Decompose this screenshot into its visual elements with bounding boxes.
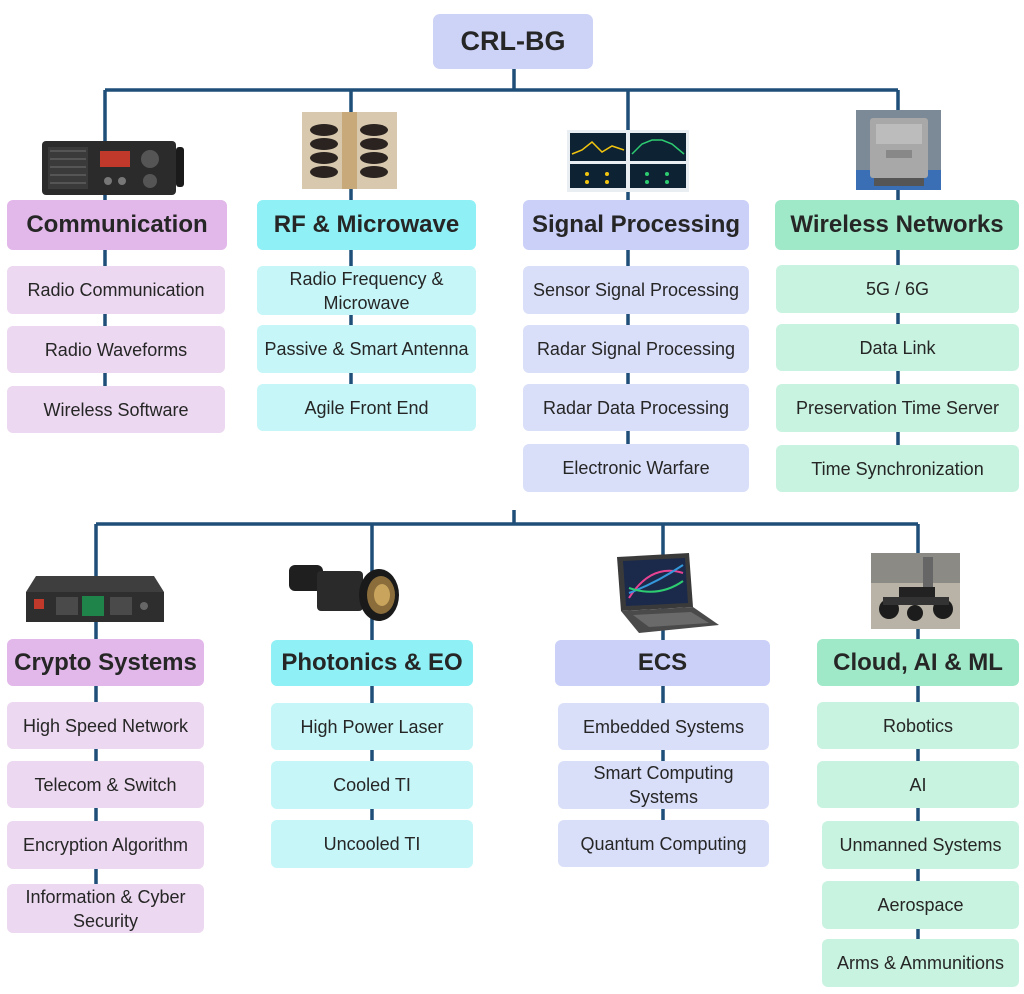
item-quantum-computing[interactable]: Quantum Computing xyxy=(558,820,769,867)
category-rf-microwave[interactable]: RF & Microwave xyxy=(257,200,476,250)
category-communication[interactable]: Communication xyxy=(7,200,227,250)
item-arms-ammunitions[interactable]: Arms & Ammunitions xyxy=(822,939,1019,987)
item-passive-smart-antenna[interactable]: Passive & Smart Antenna xyxy=(257,325,476,373)
item-radio-waveforms[interactable]: Radio Waveforms xyxy=(7,326,225,373)
thermal-camera-image xyxy=(289,565,399,621)
item-radar-signal-processing[interactable]: Radar Signal Processing xyxy=(523,325,749,373)
item-telecom-switch[interactable]: Telecom & Switch xyxy=(7,761,204,808)
item-uncooled-ti[interactable]: Uncooled TI xyxy=(271,820,473,868)
item-cooled-ti[interactable]: Cooled TI xyxy=(271,761,473,809)
category-cloud-ai-ml[interactable]: Cloud, AI & ML xyxy=(817,639,1019,686)
item-embedded-systems[interactable]: Embedded Systems xyxy=(558,703,769,750)
item-unmanned-systems[interactable]: Unmanned Systems xyxy=(822,821,1019,869)
item-robotics[interactable]: Robotics xyxy=(817,702,1019,749)
signal-display-image xyxy=(567,130,689,192)
root-node: CRL-BG xyxy=(433,14,593,69)
item-ai[interactable]: AI xyxy=(817,761,1019,808)
antenna-array-image xyxy=(302,112,397,189)
category-crypto-systems[interactable]: Crypto Systems xyxy=(7,639,204,686)
item-radar-data-processing[interactable]: Radar Data Processing xyxy=(523,384,749,431)
item-wireless-software[interactable]: Wireless Software xyxy=(7,386,225,433)
item-data-link[interactable]: Data Link xyxy=(776,324,1019,371)
network-unit-image xyxy=(856,110,941,190)
category-photonics-eo[interactable]: Photonics & EO xyxy=(271,640,473,686)
item-5g-6g[interactable]: 5G / 6G xyxy=(776,265,1019,313)
item-smart-computing-systems[interactable]: Smart Computing Systems xyxy=(558,761,769,809)
item-radio-frequency-microwave[interactable]: Radio Frequency & Microwave xyxy=(257,266,476,315)
rugged-laptop-image xyxy=(617,553,719,633)
item-high-speed-network[interactable]: High Speed Network xyxy=(7,702,204,749)
item-encryption-algorithm[interactable]: Encryption Algorithm xyxy=(7,821,204,869)
item-information-cyber-security[interactable]: Information & Cyber Security xyxy=(7,884,204,933)
item-time-synchronization[interactable]: Time Synchronization xyxy=(776,445,1019,492)
item-radio-communication[interactable]: Radio Communication xyxy=(7,266,225,314)
item-high-power-laser[interactable]: High Power Laser xyxy=(271,703,473,750)
rack-encryptor-image xyxy=(26,576,164,622)
category-wireless-networks[interactable]: Wireless Networks xyxy=(775,200,1019,250)
robot-vehicle-image xyxy=(871,553,960,629)
item-electronic-warfare[interactable]: Electronic Warfare xyxy=(523,444,749,492)
item-aerospace[interactable]: Aerospace xyxy=(822,881,1019,929)
item-preservation-time-server[interactable]: Preservation Time Server xyxy=(776,384,1019,432)
item-sensor-signal-processing[interactable]: Sensor Signal Processing xyxy=(523,266,749,314)
category-signal-processing[interactable]: Signal Processing xyxy=(523,200,749,250)
category-ecs[interactable]: ECS xyxy=(555,640,770,686)
radio-transceiver-image xyxy=(42,141,184,195)
item-agile-front-end[interactable]: Agile Front End xyxy=(257,384,476,431)
